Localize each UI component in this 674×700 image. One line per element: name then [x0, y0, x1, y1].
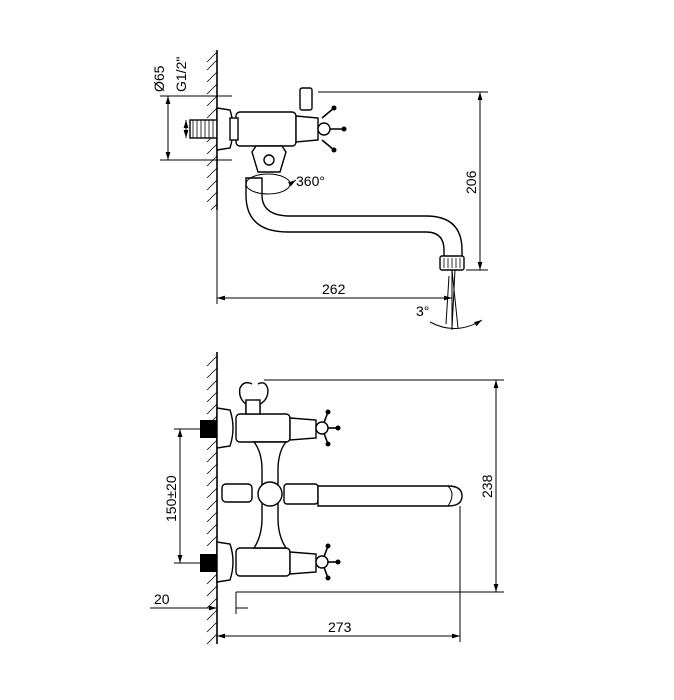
upper-cross-handle — [315, 409, 341, 447]
upper-stem — [289, 417, 317, 441]
lower-cross-handle — [315, 543, 341, 581]
dim-height-top: 206 — [318, 91, 488, 271]
dim-offset: 20 — [150, 591, 248, 614]
flange-diameter-label: Ø65 — [151, 65, 167, 92]
rotation-label: 360° — [296, 173, 325, 189]
upper-flange — [216, 407, 234, 449]
top-view: 360° Ø65 G1/2" 206 262 — [151, 50, 488, 330]
dim-length-front: 273 — [217, 506, 461, 642]
dim-thread: G1/2" — [173, 57, 189, 138]
dim-height-front: 238 — [236, 379, 504, 593]
dim-angle: 3° — [416, 269, 483, 329]
upper-body — [235, 413, 291, 443]
upper-inlet — [200, 420, 217, 438]
valve-stem — [295, 115, 319, 143]
spout-nut — [283, 483, 319, 505]
dim-length-top: 262 — [216, 210, 453, 330]
lower-body — [235, 547, 291, 577]
length-262-label: 262 — [322, 281, 346, 297]
lower-flange — [216, 541, 234, 583]
dim-flange: Ø65 — [151, 65, 232, 161]
dim-centers: 150±20 — [163, 428, 200, 564]
front-spout — [317, 485, 463, 507]
diverter-lever — [299, 87, 313, 111]
lower-stem — [289, 551, 317, 575]
spout-tube — [245, 177, 463, 263]
thread-hatch — [192, 120, 214, 138]
length-273-label: 273 — [328, 619, 352, 635]
lower-inlet — [200, 554, 217, 572]
offset-20-label: 20 — [154, 591, 170, 607]
cross-handle — [317, 105, 347, 153]
angle-label: 3° — [416, 303, 429, 319]
body-nut — [229, 117, 239, 141]
center-boss — [221, 483, 253, 503]
mixer-body — [235, 111, 297, 147]
thread-label: G1/2" — [173, 57, 189, 92]
wall-front — [206, 352, 218, 645]
front-view: 150±20 238 20 273 — [150, 352, 504, 645]
height-206-label: 206 — [463, 170, 479, 194]
centers-label: 150±20 — [163, 475, 179, 522]
height-238-label: 238 — [479, 474, 495, 498]
shower-holder — [238, 381, 269, 415]
